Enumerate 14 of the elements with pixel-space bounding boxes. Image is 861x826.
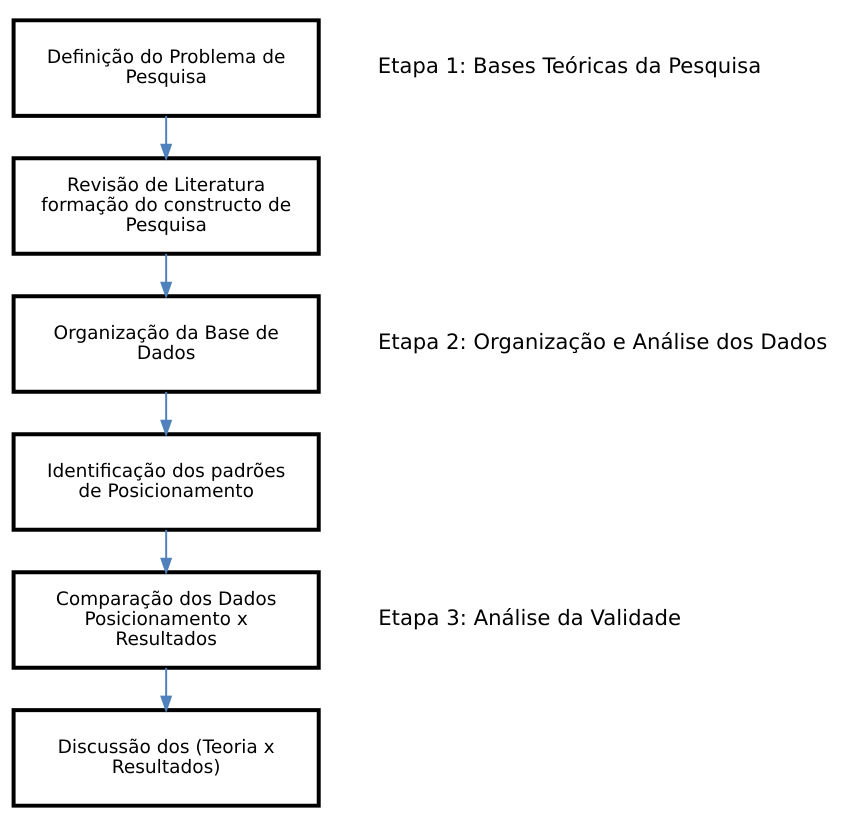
node-box: Definição do Problema de Pesquisa — [12, 18, 321, 118]
label: Etapa 1: Bases Teóricas da Pesquisa — [378, 54, 762, 80]
arrow — [160, 116, 172, 162]
arrow — [160, 530, 172, 575]
node-box: Discussão dos (Teoria x Resultados) — [12, 708, 321, 808]
node-box: Identificação dos padrões de Posicionamento — [12, 432, 321, 532]
label: Etapa 3: Análise da Validade — [378, 606, 682, 631]
arrow — [160, 254, 172, 300]
node-box: Organização da Base de Dados — [12, 294, 321, 394]
arrow — [160, 668, 172, 713]
node-box: Comparação dos Dados Posicionamento x Resultados — [12, 570, 321, 670]
node-box: Revisão de Literatura formação do constructo de Pesquisa — [12, 156, 321, 256]
arrow — [160, 392, 172, 438]
label: Etapa 2: Organização e Análise dos Dados — [378, 330, 828, 356]
